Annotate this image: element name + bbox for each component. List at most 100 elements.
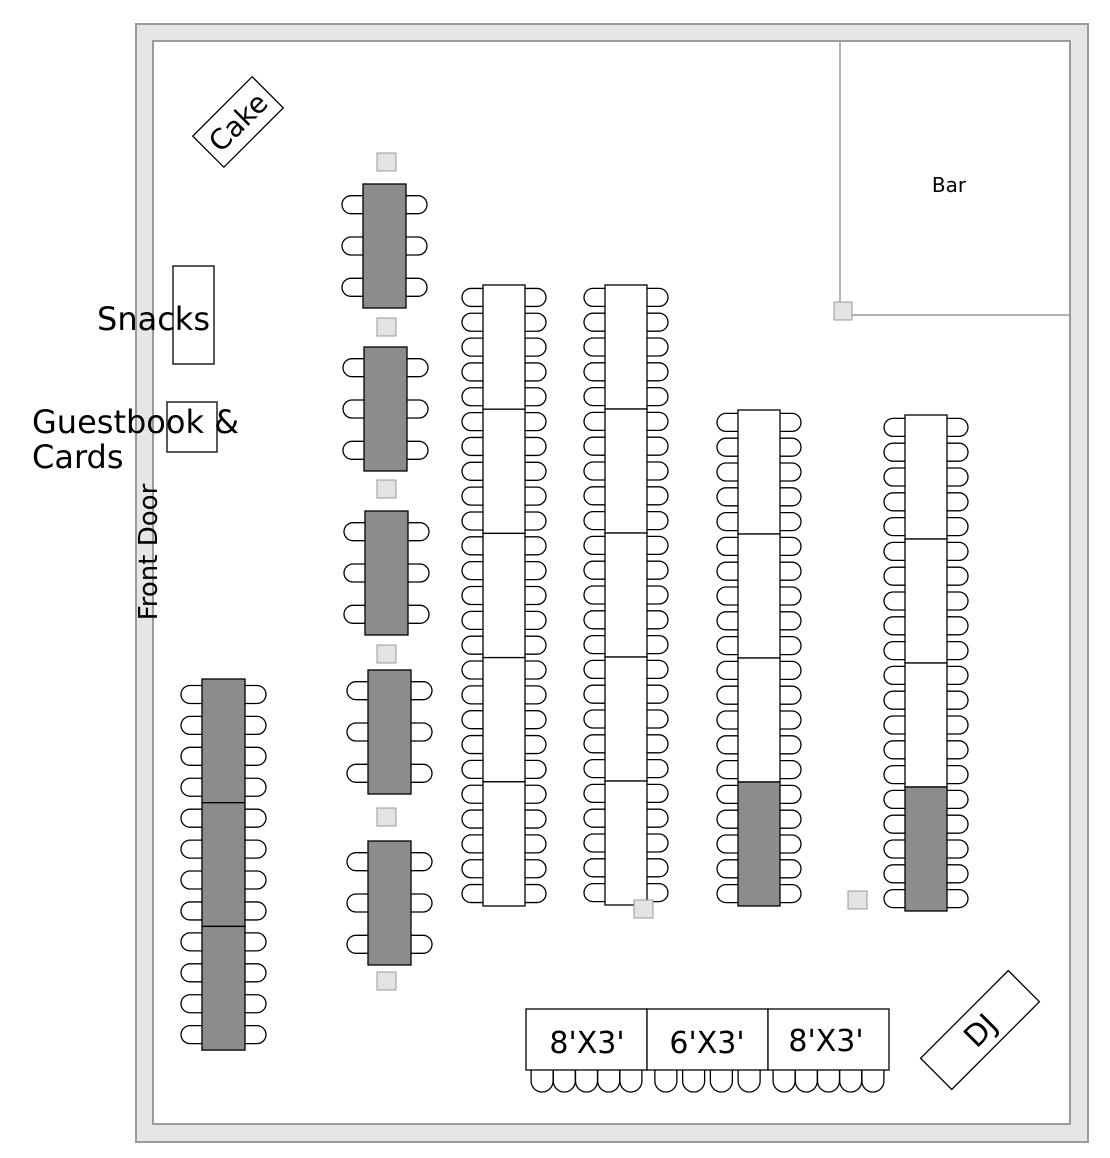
banquet-table <box>604 780 648 906</box>
chair <box>883 839 907 859</box>
banquet-table <box>362 183 407 309</box>
banquet-table <box>363 346 408 472</box>
chair <box>523 362 547 382</box>
chair <box>716 635 740 656</box>
head-table-segment <box>767 1008 890 1071</box>
chair <box>583 882 607 903</box>
chair <box>343 563 367 583</box>
chair <box>778 685 802 705</box>
chair <box>461 585 485 606</box>
chair <box>461 859 485 879</box>
chair <box>461 312 485 332</box>
chair <box>645 510 669 531</box>
chair <box>404 195 428 215</box>
chair <box>583 684 607 704</box>
chair <box>461 610 485 630</box>
chair <box>461 511 485 531</box>
chair <box>523 312 547 332</box>
chair <box>523 486 547 506</box>
post <box>833 301 853 321</box>
chair <box>523 561 547 581</box>
chair <box>523 287 547 308</box>
chair <box>778 660 802 681</box>
chair <box>523 660 547 680</box>
chair <box>883 740 907 760</box>
chair <box>883 442 907 462</box>
chair <box>716 462 740 482</box>
head-table-segment <box>525 1008 648 1071</box>
chair <box>461 287 485 308</box>
bar-area: Bar <box>833 41 1070 321</box>
chair <box>716 511 740 532</box>
chair <box>346 681 370 701</box>
guestbook-table <box>166 401 218 453</box>
chair <box>243 932 267 952</box>
chair <box>346 852 370 872</box>
chair <box>461 536 485 556</box>
head-table-segment <box>646 1008 769 1071</box>
chair <box>945 516 969 537</box>
chair <box>583 411 607 432</box>
banquet-table <box>604 656 648 782</box>
head-table-size-label: 8'X3' <box>549 1026 624 1061</box>
chair <box>342 358 366 378</box>
chair <box>645 337 669 357</box>
chair <box>461 561 485 581</box>
chair <box>406 563 430 583</box>
banquet-table <box>737 533 781 659</box>
chair <box>945 591 969 611</box>
banquet-table <box>737 657 781 783</box>
chair <box>523 461 547 481</box>
chair <box>883 616 907 636</box>
chair <box>342 399 366 419</box>
chair <box>778 586 802 606</box>
chair <box>778 536 802 557</box>
chair <box>461 809 485 829</box>
banquet-table <box>482 656 526 783</box>
chair <box>645 486 669 506</box>
chair <box>243 901 267 921</box>
banquet-table <box>604 532 648 658</box>
head-table-size-label: 8'X3' <box>788 1024 863 1059</box>
chair <box>945 864 969 884</box>
chair <box>342 440 366 460</box>
chair <box>645 610 669 630</box>
head-table: 8'X3' 6'X3' 8'X3' <box>525 1008 890 1093</box>
guestbook-label-line2: Cards <box>32 438 124 476</box>
chair <box>583 386 607 407</box>
chair <box>341 236 365 256</box>
banquet-table <box>364 510 409 636</box>
chair <box>409 763 433 783</box>
chair <box>523 685 547 705</box>
post <box>376 479 397 499</box>
chair <box>945 467 969 487</box>
banquet-table <box>737 781 781 907</box>
chair <box>523 635 547 655</box>
chair <box>583 510 607 531</box>
chair <box>461 411 485 432</box>
chair <box>716 412 740 433</box>
chair <box>654 1068 678 1093</box>
chair <box>523 883 547 904</box>
chair <box>945 789 969 810</box>
chair <box>461 784 485 804</box>
chair <box>709 1068 734 1093</box>
chair <box>461 734 485 755</box>
chair <box>583 560 607 580</box>
banquet-table <box>367 840 412 966</box>
chair <box>523 511 547 531</box>
chair <box>945 541 969 562</box>
chair <box>180 715 204 736</box>
chair <box>861 1068 885 1093</box>
chair <box>243 777 267 797</box>
chair <box>716 883 740 904</box>
chair <box>716 561 740 581</box>
banquet-table <box>604 284 648 410</box>
chair <box>583 461 607 481</box>
chair <box>778 759 802 780</box>
chair <box>716 859 740 879</box>
chair <box>523 784 547 804</box>
chair <box>716 685 740 705</box>
chair <box>346 722 370 742</box>
chair <box>945 417 969 438</box>
